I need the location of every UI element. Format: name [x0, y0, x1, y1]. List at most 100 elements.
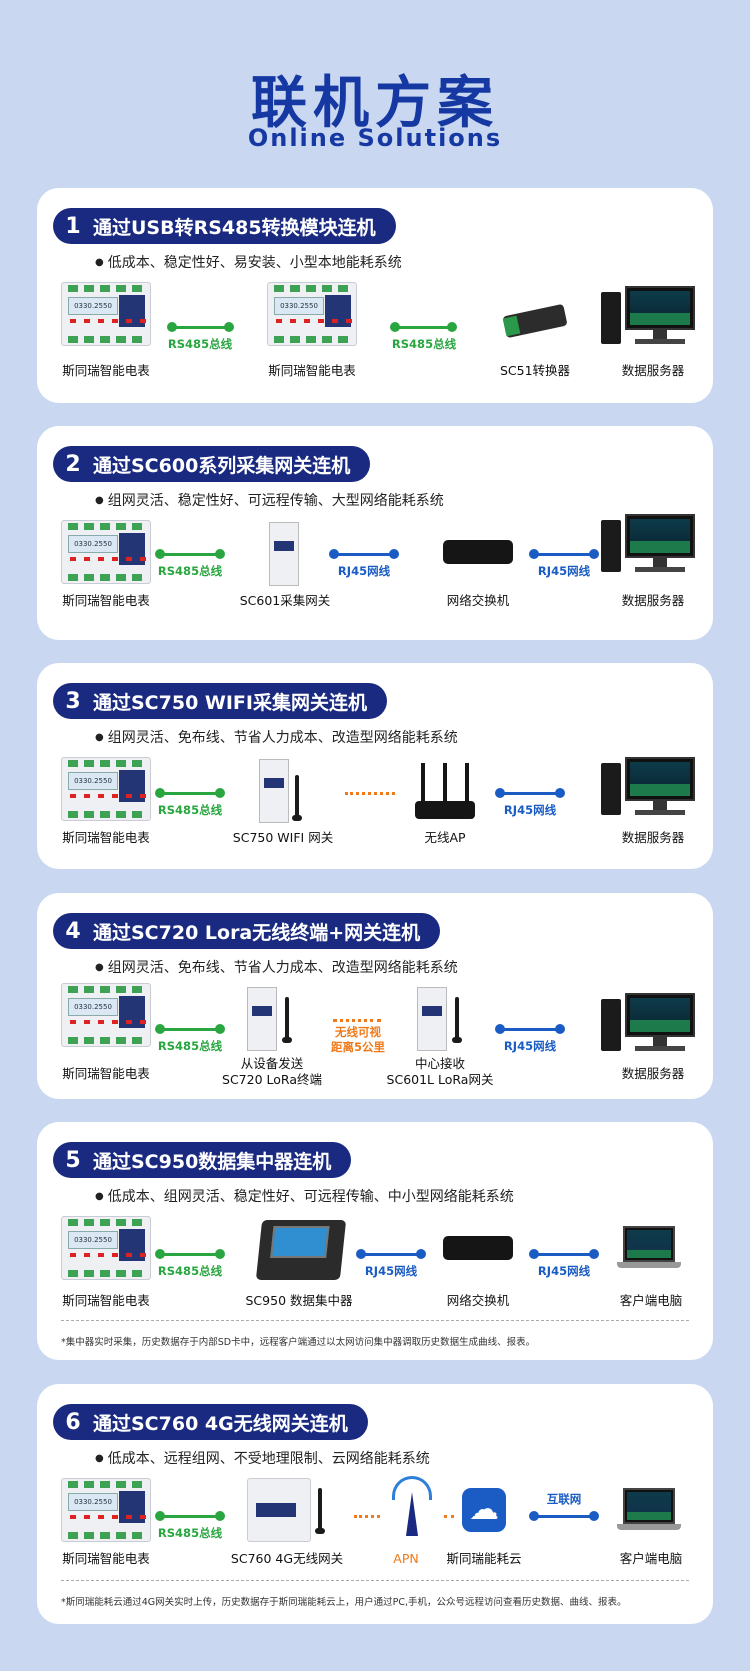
network-switch [443, 540, 513, 564]
divider [61, 1320, 689, 1321]
antenna-icon [315, 1488, 325, 1534]
smart-meter: 0330.2550 [61, 282, 151, 346]
data-server [601, 514, 695, 572]
device-label: 网络交换机 [446, 1293, 510, 1308]
link-label: RS485总线 [157, 1526, 223, 1540]
antenna-icon [292, 775, 302, 821]
card-6-note: *斯同瑞能耗云通过4G网关实时上传，历史数据存于斯同瑞能耗云上，用户通过PC,手… [61, 1597, 627, 1608]
link-label: RS485总线 [157, 1264, 223, 1278]
data-server [601, 757, 695, 815]
apn-tower-icon [387, 1476, 437, 1536]
card-6-number: 6 [65, 1409, 81, 1435]
rj45-link [356, 1248, 426, 1260]
device-label: 斯同瑞智能电表 [62, 830, 150, 845]
client-laptop [617, 1488, 681, 1532]
device-label: 斯同瑞智能电表 [62, 1066, 150, 1081]
rs485-link [155, 1248, 225, 1260]
lora-link [328, 1014, 386, 1026]
rj45-link [329, 548, 399, 560]
data-server [601, 993, 695, 1051]
device-label: SC950 数据集中器 [245, 1293, 353, 1308]
antenna-icon [282, 997, 292, 1043]
link-label: 无线可视 [335, 1025, 381, 1039]
device-label: 网络交换机 [446, 593, 510, 608]
card-5-desc: 低成本、组网灵活、稳定性好、可远程传输、中小型网络能耗系统 [95, 1186, 514, 1206]
wifi-link [340, 787, 400, 799]
rj45-link [529, 1248, 599, 1260]
card-5-title: 通过SC950数据集中器连机 [93, 1150, 332, 1173]
link-label: 互联网 [546, 1492, 582, 1506]
data-server [601, 286, 695, 344]
link-label: RS485总线 [157, 1039, 223, 1053]
page-subtitle: Online Solutions [247, 124, 503, 152]
device-label: 斯同瑞智能电表 [268, 363, 356, 378]
link-label: RS485总线 [167, 337, 233, 351]
device-label: APN [393, 1551, 419, 1566]
sc760-4g-gateway [247, 1478, 311, 1542]
link-label: RJ45网线 [503, 1039, 557, 1053]
page-title: 联机方案 [251, 71, 499, 136]
device-label: 数据服务器 [621, 363, 685, 378]
card-5-note: *集中器实时采集，历史数据存于内部SD卡中，远程客户端通过以太网访问集中器调取历… [61, 1337, 536, 1348]
smart-meter: 0330.2550 [61, 757, 151, 821]
rj45-link [495, 787, 565, 799]
device-label: 数据服务器 [621, 593, 685, 608]
device-label: SC760 4G无线网关 [230, 1551, 344, 1566]
card-2-number: 2 [65, 451, 81, 477]
card-6-title: 通过SC760 4G无线网关连机 [93, 1412, 348, 1435]
sc601-gateway [269, 522, 299, 586]
link-label: 距离5公里 [330, 1040, 386, 1054]
card-6-title-pill: 6 通过SC760 4G无线网关连机 [53, 1404, 368, 1440]
sc51-converter [502, 303, 568, 339]
smart-meter: 0330.2550 [61, 1216, 151, 1280]
sc950-concentrator [255, 1220, 347, 1280]
card-4-desc: 组网灵活、免布线、节省人力成本、改造型网络能耗系统 [95, 957, 458, 977]
device-label: SC601采集网关 [239, 593, 331, 608]
link-label: RS485总线 [391, 337, 457, 351]
rj45-link [529, 548, 599, 560]
sc720-lora-terminal [247, 987, 277, 1051]
device-label: 斯同瑞智能电表 [62, 1551, 150, 1566]
device-label: 无线AP [424, 830, 466, 845]
rs485-link [155, 1510, 225, 1522]
wireless-ap [415, 759, 475, 819]
device-label: 斯同瑞智能电表 [62, 1293, 150, 1308]
smart-meter: 0330.2550 [267, 282, 357, 346]
device-label: SC720 LoRa终端 [222, 1072, 322, 1087]
rs485-link [155, 548, 225, 560]
solution-card-5: 5 通过SC950数据集中器连机 低成本、组网灵活、稳定性好、可远程传输、中小型网… [37, 1122, 713, 1360]
divider [61, 1580, 689, 1581]
device-label: 斯同瑞智能电表 [62, 363, 150, 378]
device-label: 客户端电脑 [619, 1551, 683, 1566]
device-label: 客户端电脑 [619, 1293, 683, 1308]
rs485-link [155, 787, 225, 799]
cloud-icon: ☁ [462, 1488, 506, 1532]
internet-link [529, 1510, 599, 1522]
client-laptop [617, 1226, 681, 1270]
rs485-link [155, 1023, 225, 1035]
card-4-title: 通过SC720 Lora无线终端+网关连机 [93, 921, 421, 944]
link-label: RJ45网线 [364, 1264, 418, 1278]
sc750-wifi-gateway [259, 759, 289, 823]
link-label: RJ45网线 [503, 803, 557, 817]
device-label: 中心接收 [414, 1056, 466, 1071]
card-2-desc: 组网灵活、稳定性好、可远程传输、大型网络能耗系统 [95, 490, 444, 510]
device-label: SC51转换器 [499, 363, 571, 378]
link-label: RJ45网线 [337, 564, 391, 578]
network-switch [443, 1236, 513, 1260]
rs485-link [390, 321, 457, 333]
device-label: 斯同瑞智能电表 [62, 593, 150, 608]
card-3-title: 通过SC750 WIFI采集网关连机 [93, 691, 367, 714]
link-label: RJ45网线 [537, 1264, 591, 1278]
card-5-number: 5 [65, 1147, 81, 1173]
device-label: SC750 WIFI 网关 [232, 830, 334, 845]
card-3-number: 3 [65, 688, 81, 714]
antenna-icon [452, 997, 462, 1043]
card-5-title-pill: 5 通过SC950数据集中器连机 [53, 1142, 352, 1178]
